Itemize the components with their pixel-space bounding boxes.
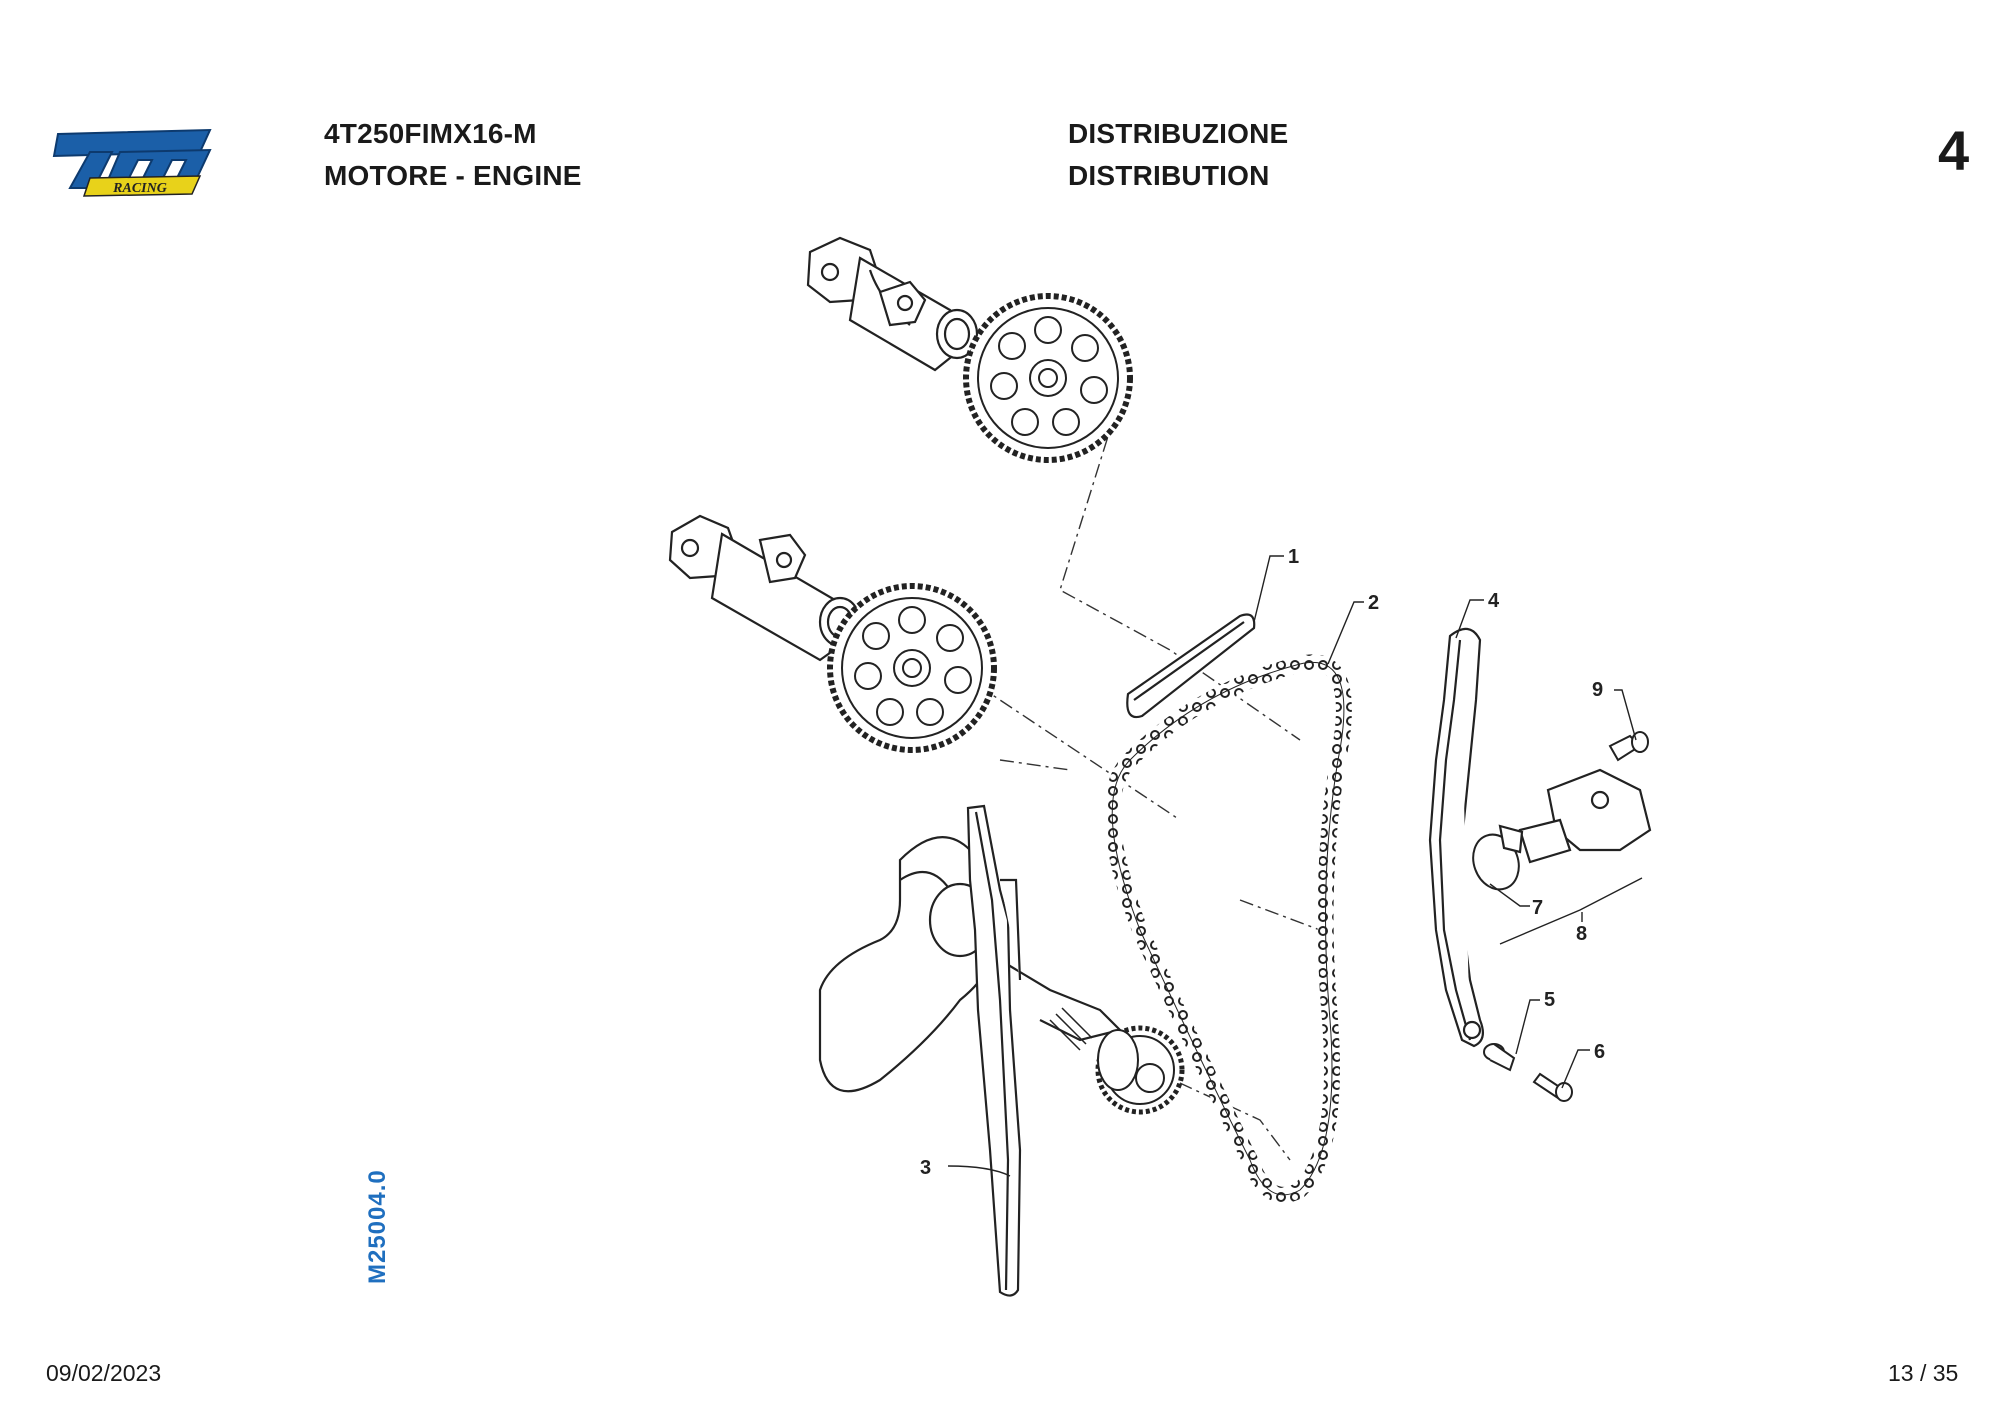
upper-cam-sprocket xyxy=(963,293,1133,463)
drawing-code: M25004.0 xyxy=(364,1169,391,1284)
group-title-it: DISTRIBUZIONE xyxy=(1068,118,1289,149)
tm-racing-logo: RACING xyxy=(50,122,220,207)
lower-cam-sprocket xyxy=(827,583,997,753)
print-date: 09/02/2023 xyxy=(46,1360,162,1386)
callout-2: 2 xyxy=(1368,592,1379,614)
tensioner-chain-guide xyxy=(1428,627,1485,1048)
crank-sprocket xyxy=(1095,1025,1185,1115)
table-number: 4 xyxy=(1938,119,1970,182)
model-code: 4T250FIMX16-M xyxy=(324,118,537,149)
callout-9: 9 xyxy=(1592,679,1603,701)
section-title: MOTORE - ENGINE xyxy=(324,160,582,191)
page-counter: 13 / 35 xyxy=(1888,1360,1959,1386)
callout-1: 1 xyxy=(1288,546,1299,568)
chain-tensioner xyxy=(1498,768,1652,864)
callout-8: 8 xyxy=(1576,923,1587,945)
callout-6: 6 xyxy=(1594,1041,1605,1063)
guide-bushing xyxy=(1483,1043,1516,1072)
svg-text:RACING: RACING xyxy=(112,181,167,196)
upper-camshaft xyxy=(806,236,979,372)
callout-7: 7 xyxy=(1532,897,1543,919)
timing-chain xyxy=(1104,654,1352,1203)
fixed-chain-guide xyxy=(966,804,1022,1297)
guide-bolt xyxy=(1532,1072,1573,1102)
callout-4: 4 xyxy=(1488,590,1500,612)
callout-5: 5 xyxy=(1544,989,1555,1011)
group-title-en: DISTRIBUTION xyxy=(1068,160,1270,191)
tensioner-screw xyxy=(1608,731,1649,762)
lower-camshaft xyxy=(668,514,862,662)
tensioner-gasket xyxy=(1472,833,1520,891)
callout-3: 3 xyxy=(920,1157,931,1179)
upper-chain-guide xyxy=(1126,613,1256,719)
callout-labels: 1 2 3 4 5 6 7 8 9 xyxy=(920,546,1605,1179)
